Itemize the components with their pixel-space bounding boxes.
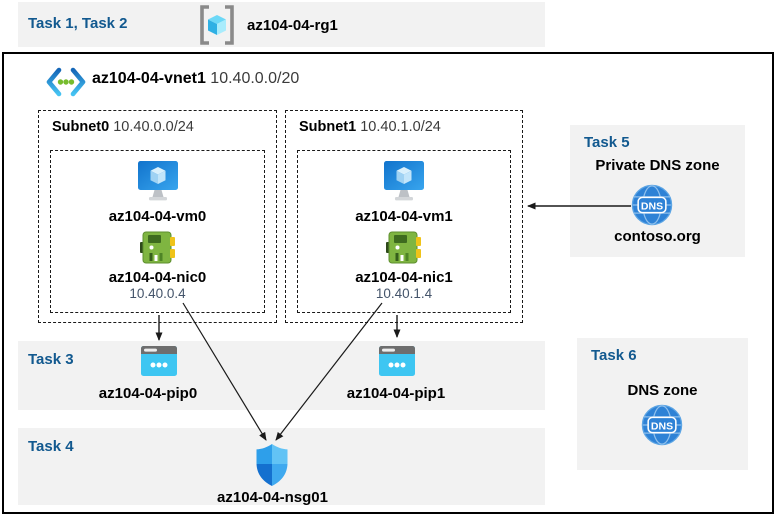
subnet0-header: Subnet0 10.40.0.0/24: [52, 119, 194, 135]
svg-text:DNS: DNS: [641, 200, 663, 212]
subnet1-box: [285, 110, 523, 323]
subnet1-name: Subnet1: [299, 119, 357, 135]
vm-icon: [381, 159, 427, 203]
resource-group-label: az104-04-rg1: [247, 17, 338, 34]
vm1-group: az104-04-vm1 az104-04-nic1 10.40.1.4: [297, 150, 511, 313]
vm0-label: az104-04-vm0: [108, 208, 207, 225]
nsg-shield-icon: [254, 443, 290, 487]
dns-zone-icon: DNS: [641, 404, 683, 446]
vm1-label: az104-04-vm1: [355, 208, 453, 225]
resource-group-icon: [197, 4, 237, 46]
vnet-name: az104-04-vnet1: [92, 70, 206, 87]
task12-label: Task 1, Task 2: [28, 15, 128, 32]
vm-icon: [135, 159, 181, 203]
task5-zone-label: contoso.org: [614, 228, 701, 245]
task6-box: [577, 338, 748, 470]
svg-text:DNS: DNS: [651, 420, 673, 432]
subnet0-cidr: 10.40.0.0/24: [113, 119, 194, 135]
nsg-label: az104-04-nsg01: [217, 489, 328, 506]
task4-label: Task 4: [28, 438, 74, 455]
task5-label: Task 5: [584, 134, 630, 151]
nic0-ip: 10.40.0.4: [129, 286, 186, 301]
task5-title: Private DNS zone: [595, 157, 720, 174]
vnet-icon: [46, 67, 86, 97]
public-ip-icon: [140, 345, 178, 377]
nic1-ip: 10.40.1.4: [375, 286, 433, 301]
task12-band: [18, 2, 545, 47]
subnet0-box: [38, 110, 277, 323]
task6-title: DNS zone: [627, 382, 698, 399]
public-ip-icon: [378, 345, 416, 377]
task3-label: Task 3: [28, 351, 74, 368]
vnet-cidr: 10.40.0.0/20: [210, 70, 300, 87]
subnet0-name: Subnet0: [52, 119, 110, 135]
nic-icon: [385, 229, 423, 266]
nic0-label: az104-04-nic0: [108, 269, 207, 286]
nic1-label: az104-04-nic1: [355, 269, 453, 286]
pip1-label: az104-04-pip1: [346, 385, 446, 402]
vnet-header: az104-04-vnet1 10.40.0.0/20: [92, 70, 299, 88]
vm0-group: az104-04-vm0 az104-04-nic0 10.40.0.4: [50, 150, 265, 313]
nic-icon: [139, 229, 177, 266]
subnet1-cidr: 10.40.1.0/24: [360, 119, 441, 135]
task6-label: Task 6: [591, 347, 637, 364]
pip0-label: az104-04-pip0: [98, 385, 198, 402]
subnet1-header: Subnet1 10.40.1.0/24: [299, 119, 441, 135]
private-dns-zone-icon: DNS: [631, 184, 673, 226]
